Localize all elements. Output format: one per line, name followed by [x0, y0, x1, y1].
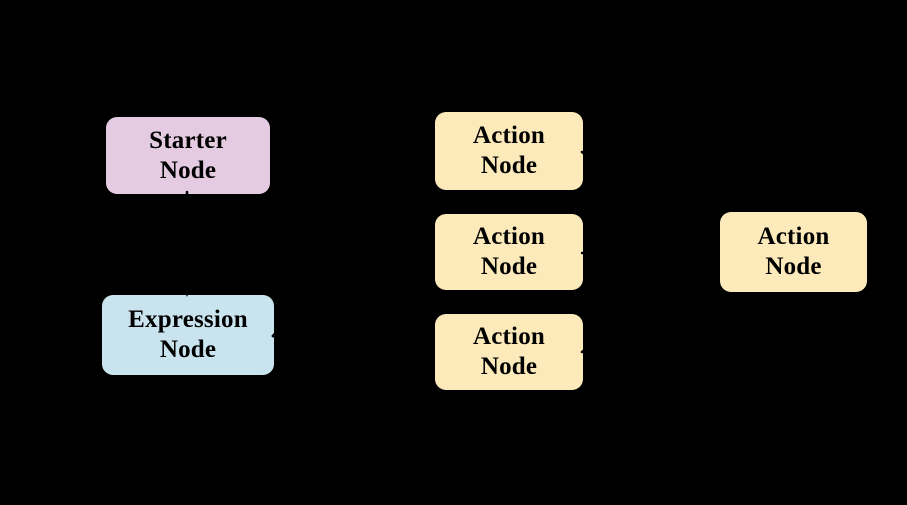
edge-action-3-to-action-4 [580, 252, 718, 354]
node-action-3-label: Action Node [472, 323, 546, 380]
edge-expression-to-action-1 [271, 151, 435, 338]
node-action-1: Action Node [435, 112, 583, 190]
edge-expression-to-action-3 [271, 334, 435, 355]
node-starter: Starter Node [106, 117, 270, 194]
node-action-1-label: Action Node [472, 122, 546, 179]
edge-expression-to-action-2 [271, 252, 435, 338]
node-action-3: Action Node [435, 314, 583, 390]
node-expression: Expression Node [102, 295, 274, 375]
node-expression-label: Expression Node [128, 306, 248, 363]
node-action-2-label: Action Node [472, 223, 546, 280]
node-action-2: Action Node [435, 214, 583, 290]
node-action-4: Action Node [720, 212, 867, 292]
node-action-4-label: Action Node [757, 223, 830, 280]
edge-action-2-to-action-4 [580, 248, 718, 257]
edge-action-1-to-action-4 [580, 150, 718, 252]
node-starter-label: Starter Node [149, 126, 227, 184]
